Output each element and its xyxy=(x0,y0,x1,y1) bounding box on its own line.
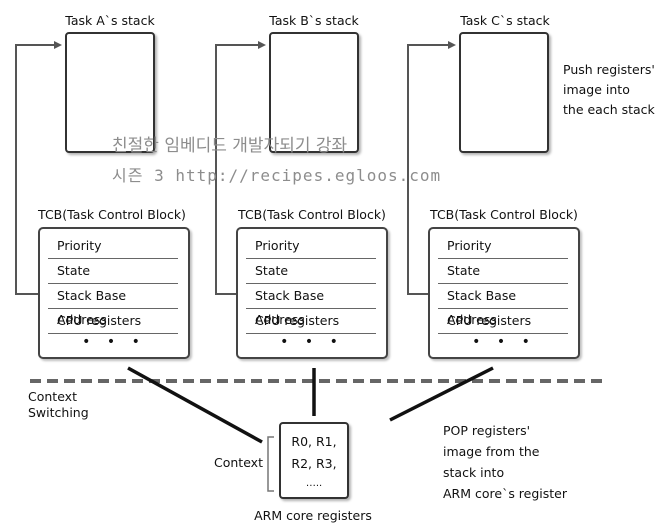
push-note-line-1: Push registers' xyxy=(563,62,655,77)
stack-title-c: Task C`s stack xyxy=(460,13,550,28)
tcb-field-stack-base-address: Stack Base Address xyxy=(48,284,178,327)
watermark-line-2: 시즌 3 http://recipes.egloos.com xyxy=(112,166,442,185)
tcb-field-cpu-registers: CPU registers xyxy=(246,309,376,334)
tcb-field-priority: Priority xyxy=(246,234,376,259)
pop-note-line-1: POP registers' xyxy=(443,423,531,438)
tcb-title-b: TCB(Task Control Block) xyxy=(238,207,386,222)
register-line-1: R0, R1, xyxy=(291,434,337,449)
context-switching-line-2: Switching xyxy=(28,405,89,420)
stack-title-b: Task B`s stack xyxy=(269,13,359,28)
tcb-title-a: TCB(Task Control Block) xyxy=(38,207,186,222)
register-line-3: ….. xyxy=(305,478,323,489)
tcb-more-dots: • • • xyxy=(280,334,344,350)
tcb-field-state: State xyxy=(246,259,376,284)
tcb-box-c: Priority State Stack Base Address CPU re… xyxy=(428,227,580,359)
pop-note-line-4: ARM core`s register xyxy=(443,486,568,501)
tcb-field-cpu-registers: CPU registers xyxy=(48,309,178,334)
tcb-title-c: TCB(Task Control Block) xyxy=(430,207,578,222)
register-box xyxy=(279,422,349,499)
tcb-more-dots: • • • xyxy=(82,334,146,350)
tcb-field-cpu-registers: CPU registers xyxy=(438,309,568,334)
register-line-2: R2, R3, xyxy=(291,456,337,471)
stack-title-a: Task A`s stack xyxy=(65,13,155,28)
push-note-line-3: the each stack xyxy=(563,102,655,117)
tcb-box-b: Priority State Stack Base Address CPU re… xyxy=(236,227,388,359)
watermark-line-1: 친절한 임베디드 개발자되기 강좌 xyxy=(112,136,348,156)
tcb-more-dots: • • • xyxy=(472,334,536,350)
tcb-field-priority: Priority xyxy=(438,234,568,259)
tcb-field-stack-base-address: Stack Base Address xyxy=(438,284,568,327)
tcb-field-state: State xyxy=(438,259,568,284)
context-bracket xyxy=(267,436,274,492)
tcb-field-priority: Priority xyxy=(48,234,178,259)
push-arrow-c xyxy=(407,41,456,295)
tcb-box-a: Priority State Stack Base Address CPU re… xyxy=(38,227,190,359)
pop-note-line-3: stack into xyxy=(443,465,505,480)
context-switching-line-1: Context xyxy=(28,389,77,404)
link-line-c xyxy=(389,366,494,422)
link-line-a xyxy=(127,366,263,444)
pop-note-line-2: image from the xyxy=(443,444,540,459)
arm-core-registers-label: ARM core registers xyxy=(254,508,372,523)
push-arrow-a xyxy=(15,41,62,295)
context-label: Context xyxy=(214,455,263,470)
tcb-field-state: State xyxy=(48,259,178,284)
tcb-field-stack-base-address: Stack Base Address xyxy=(246,284,376,327)
stack-box-b xyxy=(269,32,359,153)
stack-box-a xyxy=(65,32,155,153)
push-arrow-b xyxy=(215,41,266,295)
push-note-line-2: image into xyxy=(563,82,630,97)
stack-box-c xyxy=(459,32,549,153)
